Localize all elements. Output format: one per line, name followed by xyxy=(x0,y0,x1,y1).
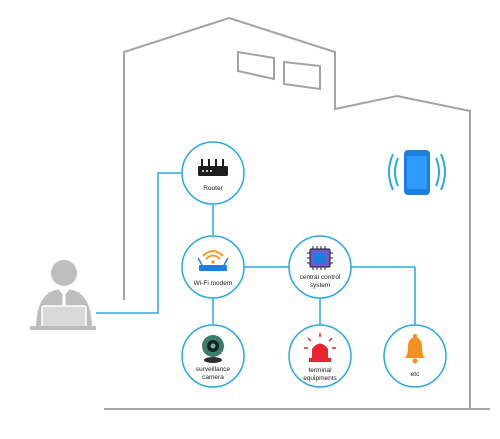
terminal-label-line2: equipments xyxy=(303,375,337,382)
central-control-label-line1: central control xyxy=(300,274,341,281)
central-control-node: central control system xyxy=(288,235,352,299)
wifi-modem-node: Wi-Fi modem xyxy=(181,235,245,299)
etc-label: etc xyxy=(411,371,420,378)
central-control-label-line2: system xyxy=(310,282,331,289)
terminal-label-line1: terminal xyxy=(308,367,332,374)
alarm-light-icon xyxy=(304,333,336,362)
terminal-equipments-node: terminal equipments xyxy=(288,324,352,388)
building-outline xyxy=(104,16,490,410)
etc-node: etc xyxy=(383,324,447,388)
camera-label-line2: camera xyxy=(202,374,224,381)
webcam-icon xyxy=(202,335,224,363)
smartphone-wireless-icon xyxy=(388,150,446,195)
connection-lines xyxy=(96,172,416,325)
chip-icon xyxy=(307,246,333,270)
person-with-laptop-icon xyxy=(30,260,96,330)
router-label: Router xyxy=(203,185,223,192)
router-icon xyxy=(198,159,228,176)
camera-label-line1: surveillance xyxy=(196,366,231,373)
router-node: Router xyxy=(181,141,245,205)
wifi-modem-icon xyxy=(197,250,229,271)
surveillance-camera-node: surveillance camera xyxy=(181,324,245,388)
bell-icon xyxy=(405,334,425,364)
wifi-modem-label: Wi-Fi modem xyxy=(194,280,233,287)
